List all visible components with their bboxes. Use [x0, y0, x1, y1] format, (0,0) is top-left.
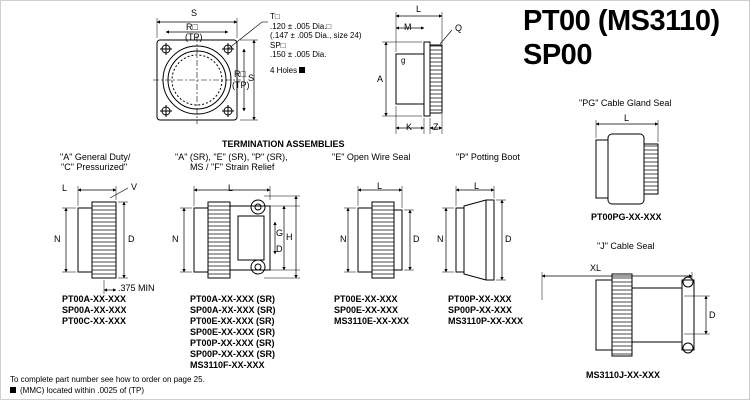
termination-header: TERMINATION ASSEMBLIES: [222, 139, 345, 149]
col-p-parts: PT00P-XX-XXX SP00P-XX-XXX MS3110P-XX-XXX: [448, 294, 523, 327]
col-a-title-1: "A" General Duty/: [60, 152, 131, 162]
part-number: PT00E-XX-XXX (SR): [190, 316, 275, 326]
col-b-parts: PT00A-XX-XXX (SR) SP00A-XX-XXX (SR) PT00…: [190, 294, 276, 371]
hole-sp-line1: .150 ± .005 Dia.: [270, 50, 327, 59]
pg-dim-l: L: [624, 113, 630, 123]
hole-sp-label: SP□: [270, 40, 286, 50]
hole-spec: T□ .120 ± .005 Dia.□ (.147 ± .005 Dia., …: [270, 12, 362, 60]
col-e-dim-d: D: [413, 234, 420, 244]
hole-t-label: T□: [270, 12, 280, 21]
col-a-dim-d: D: [128, 234, 135, 244]
j-dim-xl: XL: [590, 263, 602, 273]
dim-tp-top: (TP): [185, 32, 203, 42]
part-number: SP00P-XX-XXX: [448, 305, 513, 315]
part-number: PT00P-XX-XXX (SR): [190, 338, 275, 348]
col-p-dim-l: L: [474, 181, 480, 191]
col-b-title-1: "A" (SR), "E" (SR), "P" (SR),: [175, 152, 288, 162]
col-a-min: .375 MIN: [118, 283, 155, 293]
col-b-dim-n: N: [172, 234, 179, 244]
col-b-title-2: MS / "F" Strain Relief: [190, 162, 275, 172]
catalog-title: PT00 (MS3110): [523, 5, 720, 37]
part-number: SP00P-XX-XXX (SR): [190, 349, 276, 359]
j-part: MS3110J-XX-XXX: [586, 370, 661, 380]
hole-t-line2: (.147 ± .005 Dia., size 24): [270, 31, 362, 40]
part-number: SP00A-XX-XXX (SR): [190, 305, 276, 315]
col-p-drawing: [442, 186, 506, 281]
holes-count: 4 Holes: [270, 66, 306, 76]
part-number: MS3110P-XX-XXX: [448, 316, 524, 326]
footnote-mmc-text: (MMC) located within .0025 of (TP): [20, 386, 145, 395]
col-a-title-2: "C" Pressurized": [61, 162, 128, 172]
col-b-dim-l: L: [228, 183, 234, 193]
pg-part: PT00PG-XX-XXX: [591, 212, 662, 222]
col-p-title: "P" Potting Boot: [456, 152, 520, 162]
hole-t-line1: .120 ± .005 Dia.□: [270, 21, 332, 31]
j-drawing: [541, 272, 710, 357]
dim-q-side: Q: [455, 23, 463, 33]
dim-m-side: M: [404, 22, 412, 32]
dim-z-side: Z: [433, 122, 439, 132]
dim-s-top: S: [191, 8, 198, 18]
dim-a-side: A: [377, 74, 384, 84]
part-number: MS3110E-XX-XXX: [334, 316, 410, 326]
part-number: PT00E-XX-XXX: [334, 294, 398, 304]
col-e-dim-n: N: [340, 234, 347, 244]
pg-drawing: [595, 120, 659, 205]
dim-tp-right: (TP): [232, 80, 250, 90]
part-number: SP00E-XX-XXX: [334, 305, 399, 315]
side-view-drawing: g: [382, 12, 453, 134]
part-number: SP00E-XX-XXX (SR): [190, 327, 276, 337]
dim-k-side: K: [406, 122, 413, 132]
col-a-dim-v: V: [131, 182, 138, 192]
col-b-dim-h: H: [286, 232, 293, 242]
dim-l-side: L: [416, 4, 422, 14]
col-b-drawing: [180, 186, 300, 279]
j-dim-d: D: [709, 310, 716, 320]
part-number: SP00A-XX-XXX: [62, 305, 127, 315]
col-a-drawing: [62, 186, 129, 294]
col-e-dim-l: L: [377, 181, 383, 191]
part-number: PT00C-XX-XXX: [62, 316, 127, 326]
col-a-dim-n: N: [54, 234, 61, 244]
dim-r-top: R□: [186, 22, 198, 32]
dim-r-right: R□: [234, 69, 246, 79]
mmc-square-icon: [10, 387, 16, 393]
col-p-dim-d: D: [505, 234, 512, 244]
catalog-subtitle: SP00: [523, 39, 592, 71]
holes-text: 4 Holes: [270, 66, 298, 75]
footnote-mmc: (MMC) located within .0025 of (TP): [10, 386, 144, 396]
pg-title: "PG" Cable Gland Seal: [579, 98, 672, 108]
part-number: PT00A-XX-XXX (SR): [190, 294, 276, 304]
part-number: PT00P-XX-XXX: [448, 294, 512, 304]
front-view-drawing: [153, 18, 268, 124]
col-e-drawing: [344, 186, 414, 279]
j-title: "J" Cable Seal: [597, 241, 655, 251]
footnote-order: To complete part number see how to order…: [10, 375, 205, 384]
dim-s-right: S: [248, 73, 255, 83]
col-p-dim-n: N: [437, 234, 444, 244]
mmc-square-icon: [299, 67, 306, 73]
part-number: MS3110F-XX-XXX: [190, 360, 265, 370]
col-e-parts: PT00E-XX-XXX SP00E-XX-XXX MS3110E-XX-XXX: [334, 294, 409, 327]
col-a-dim-l: L: [62, 183, 68, 193]
part-number: PT00A-XX-XXX: [62, 294, 127, 304]
col-e-title: "E" Open Wire Seal: [332, 152, 411, 162]
col-b-dim-g: G: [276, 228, 284, 238]
col-b-dim-d: D: [276, 244, 283, 254]
svg-text:g: g: [401, 56, 405, 65]
col-a-parts: PT00A-XX-XXX SP00A-XX-XXX PT00C-XX-XXX: [62, 294, 127, 327]
